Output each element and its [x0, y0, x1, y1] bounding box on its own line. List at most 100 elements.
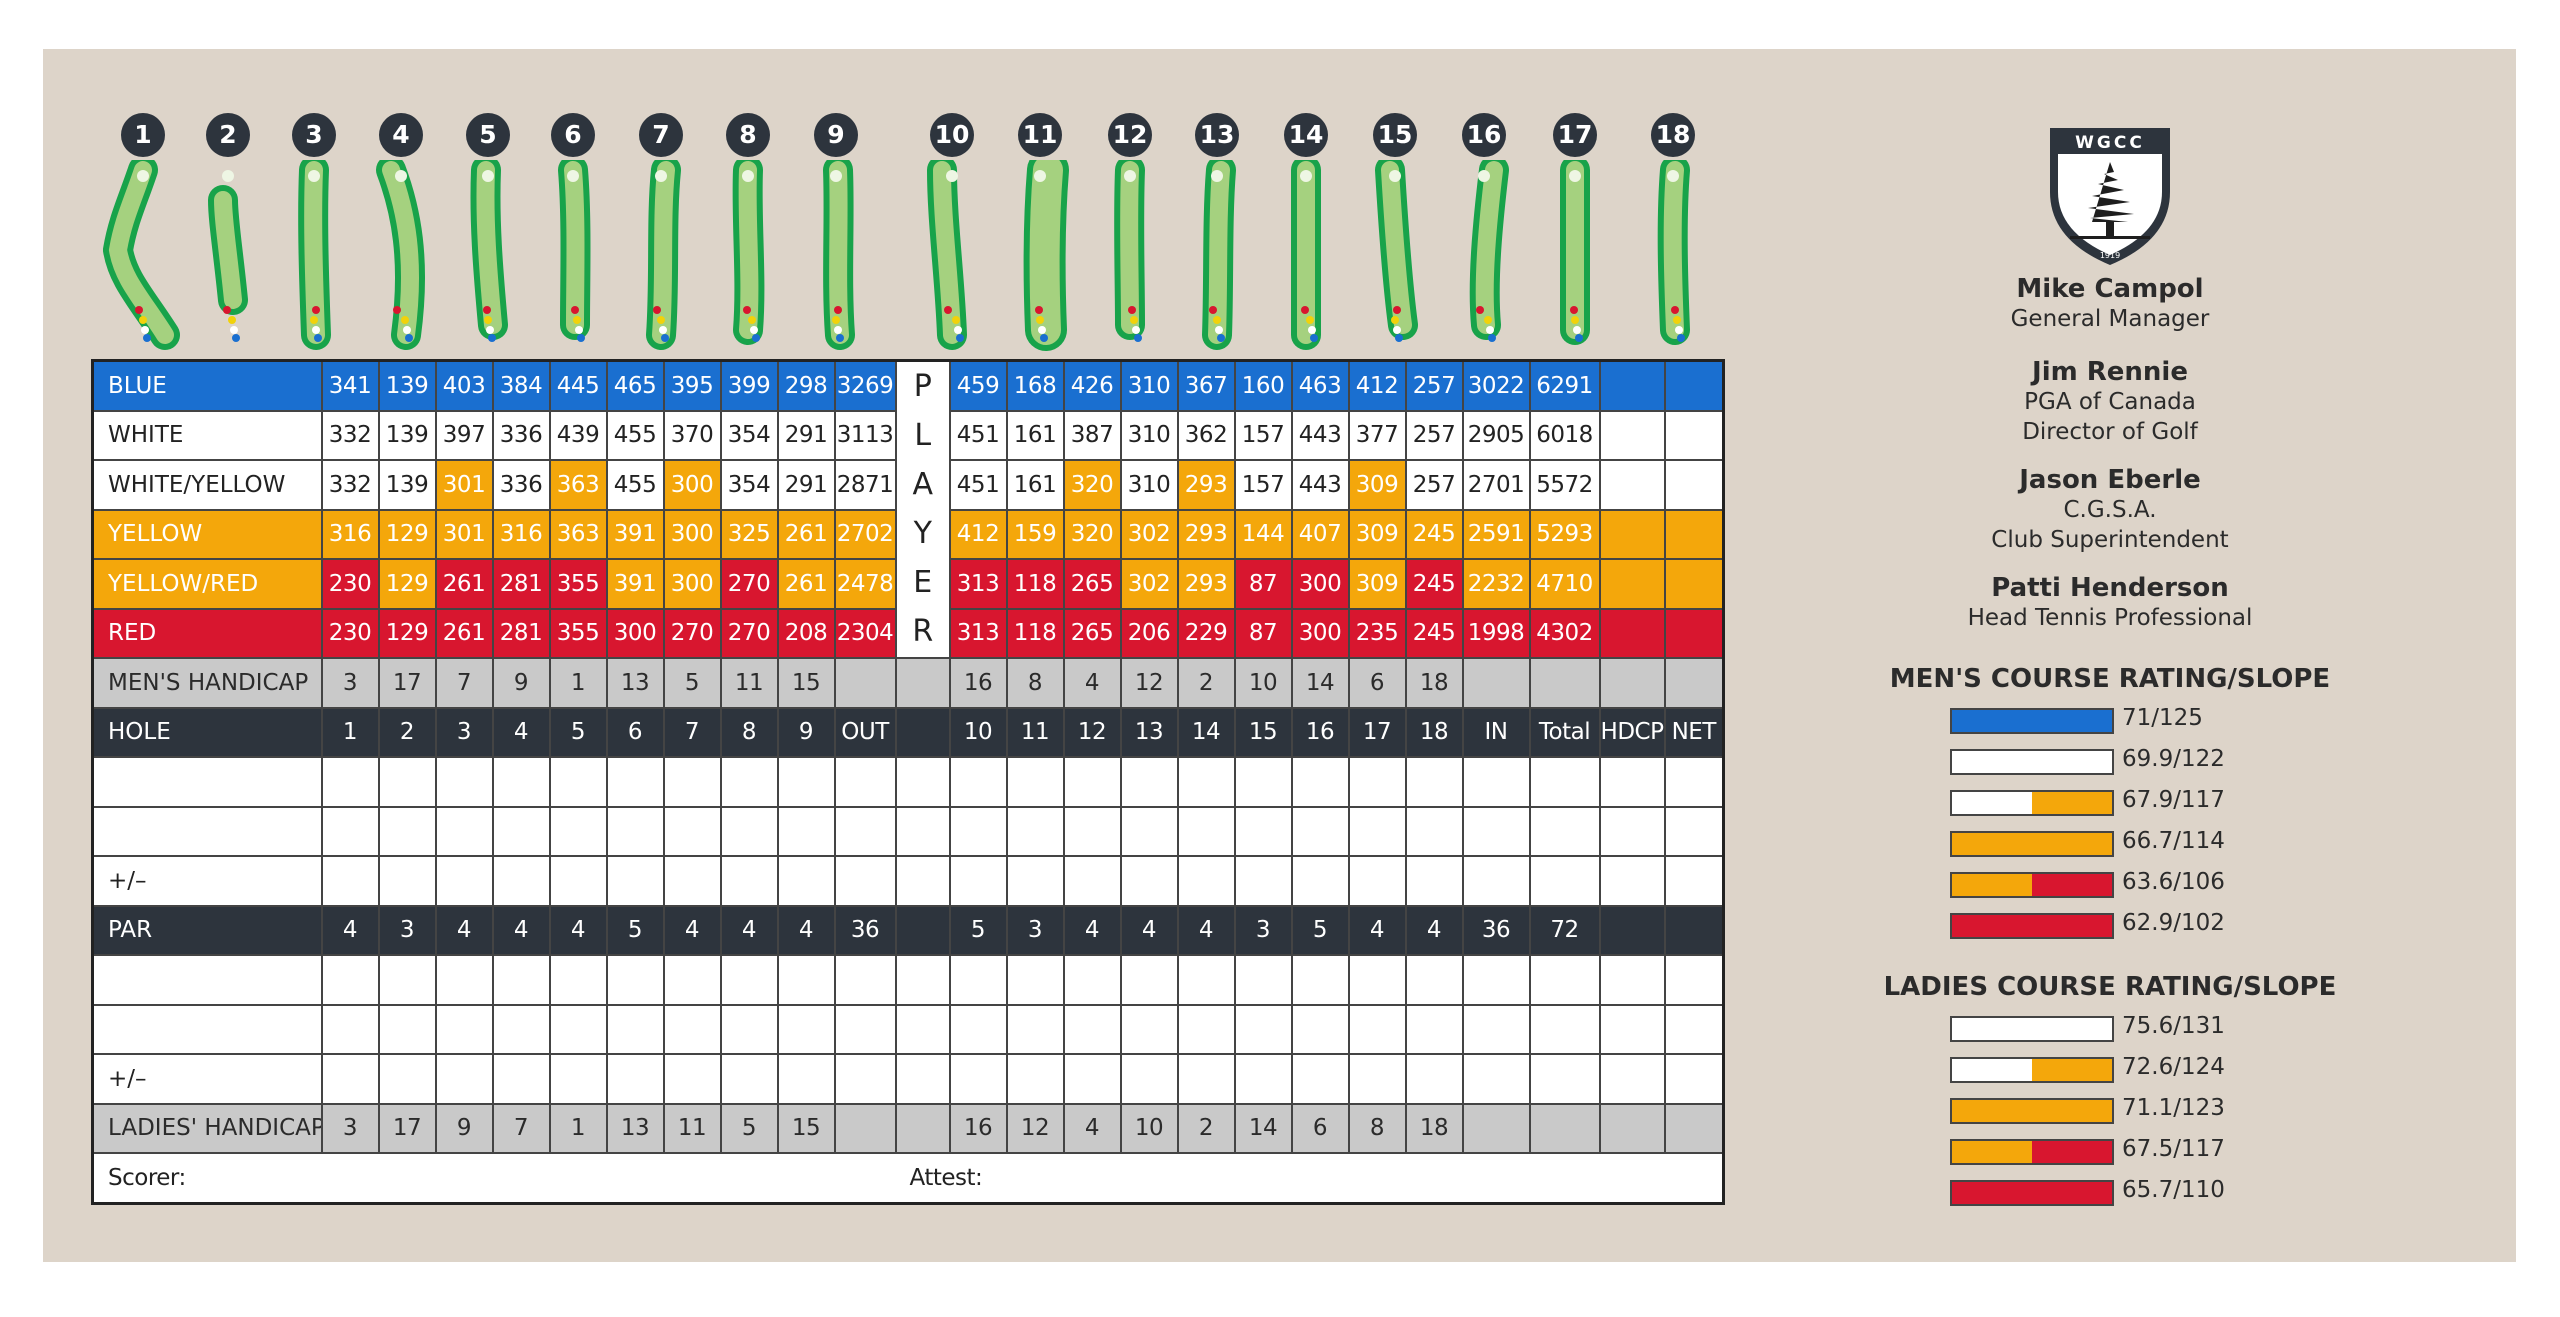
score-input-cell[interactable]	[662, 1053, 722, 1105]
score-input-cell[interactable]	[1347, 954, 1407, 1006]
score-input-cell[interactable]	[548, 1003, 608, 1055]
score-input-cell[interactable]	[1663, 954, 1725, 1006]
score-input-cell[interactable]	[491, 805, 551, 857]
score-input-cell[interactable]	[662, 756, 722, 808]
score-input-cell[interactable]	[1233, 1003, 1293, 1055]
score-input-cell[interactable]	[1347, 1053, 1407, 1105]
score-input-cell[interactable]	[1598, 855, 1666, 907]
score-input-cell[interactable]	[1461, 855, 1531, 907]
score-input-cell[interactable]	[1598, 756, 1666, 808]
score-input-cell[interactable]	[434, 1053, 494, 1105]
score-input-cell[interactable]	[719, 1053, 779, 1105]
score-input-cell[interactable]	[491, 1003, 551, 1055]
score-input-cell[interactable]	[1290, 756, 1350, 808]
score-input-cell[interactable]	[1461, 1053, 1531, 1105]
score-input-cell[interactable]	[320, 1053, 380, 1105]
player-name-field[interactable]	[91, 1003, 323, 1055]
score-input-cell[interactable]	[776, 756, 836, 808]
player-name-field[interactable]	[91, 756, 323, 808]
score-input-cell[interactable]	[377, 1053, 437, 1105]
score-input-cell[interactable]	[948, 954, 1008, 1006]
score-input-cell[interactable]	[1290, 1003, 1350, 1055]
score-input-cell[interactable]	[1404, 855, 1464, 907]
score-input-cell[interactable]	[1290, 805, 1350, 857]
score-input-cell[interactable]	[1528, 756, 1601, 808]
score-input-cell[interactable]	[1233, 756, 1293, 808]
score-input-cell[interactable]	[1176, 805, 1236, 857]
score-input-cell[interactable]	[1062, 756, 1122, 808]
score-input-cell[interactable]	[1005, 855, 1065, 907]
score-input-cell[interactable]	[1528, 954, 1601, 1006]
score-input-cell[interactable]	[776, 954, 836, 1006]
score-input-cell[interactable]	[1347, 855, 1407, 907]
score-input-cell[interactable]	[1461, 756, 1531, 808]
score-input-cell[interactable]	[1404, 1053, 1464, 1105]
score-input-cell[interactable]	[377, 805, 437, 857]
score-input-cell[interactable]	[1528, 805, 1601, 857]
score-input-cell[interactable]	[833, 954, 897, 1006]
score-input-cell[interactable]	[894, 1053, 951, 1105]
score-input-cell[interactable]	[377, 1003, 437, 1055]
score-input-cell[interactable]	[894, 1003, 951, 1055]
score-input-cell[interactable]	[605, 805, 665, 857]
score-input-cell[interactable]	[833, 1003, 897, 1055]
score-input-cell[interactable]	[1461, 954, 1531, 1006]
attest-field[interactable]: Attest:	[895, 1153, 1724, 1203]
score-input-cell[interactable]	[1290, 855, 1350, 907]
score-input-cell[interactable]	[948, 756, 1008, 808]
score-input-cell[interactable]	[894, 756, 951, 808]
score-input-cell[interactable]	[1119, 805, 1179, 857]
score-input-cell[interactable]	[1528, 1003, 1601, 1055]
score-input-cell[interactable]	[377, 954, 437, 1006]
score-input-cell[interactable]	[1176, 1003, 1236, 1055]
score-input-cell[interactable]	[1528, 855, 1601, 907]
score-input-cell[interactable]	[894, 954, 951, 1006]
score-input-cell[interactable]	[948, 1053, 1008, 1105]
score-input-cell[interactable]	[948, 855, 1008, 907]
score-input-cell[interactable]	[1005, 1003, 1065, 1055]
player-name-field[interactable]	[91, 805, 323, 857]
score-input-cell[interactable]	[491, 855, 551, 907]
score-input-cell[interactable]	[320, 805, 380, 857]
score-input-cell[interactable]	[1005, 805, 1065, 857]
score-input-cell[interactable]	[434, 805, 494, 857]
score-input-cell[interactable]	[776, 1003, 836, 1055]
score-input-cell[interactable]	[1005, 954, 1065, 1006]
score-input-cell[interactable]	[1062, 954, 1122, 1006]
score-input-cell[interactable]	[1290, 954, 1350, 1006]
score-input-cell[interactable]	[1404, 756, 1464, 808]
score-input-cell[interactable]	[894, 855, 951, 907]
score-input-cell[interactable]	[1598, 805, 1666, 857]
score-input-cell[interactable]	[605, 1003, 665, 1055]
score-input-cell[interactable]	[1062, 1053, 1122, 1105]
score-input-cell[interactable]	[833, 756, 897, 808]
score-input-cell[interactable]	[491, 756, 551, 808]
score-input-cell[interactable]	[434, 756, 494, 808]
score-input-cell[interactable]	[662, 1003, 722, 1055]
score-input-cell[interactable]	[1663, 805, 1725, 857]
score-input-cell[interactable]	[1663, 756, 1725, 808]
score-input-cell[interactable]	[1461, 805, 1531, 857]
score-input-cell[interactable]	[1598, 1053, 1666, 1105]
score-input-cell[interactable]	[719, 954, 779, 1006]
score-input-cell[interactable]	[377, 756, 437, 808]
score-input-cell[interactable]	[1119, 1053, 1179, 1105]
score-input-cell[interactable]	[1233, 954, 1293, 1006]
score-input-cell[interactable]	[1663, 1003, 1725, 1055]
score-input-cell[interactable]	[1663, 1053, 1725, 1105]
score-input-cell[interactable]	[605, 954, 665, 1006]
score-input-cell[interactable]	[948, 1003, 1008, 1055]
score-input-cell[interactable]	[548, 1053, 608, 1105]
scorer-field[interactable]: Scorer:	[92, 1153, 896, 1203]
score-input-cell[interactable]	[1062, 1003, 1122, 1055]
score-input-cell[interactable]	[1598, 954, 1666, 1006]
score-input-cell[interactable]	[719, 855, 779, 907]
score-input-cell[interactable]	[605, 855, 665, 907]
score-input-cell[interactable]	[548, 805, 608, 857]
score-input-cell[interactable]	[1233, 805, 1293, 857]
score-input-cell[interactable]	[1461, 1003, 1531, 1055]
score-input-cell[interactable]	[662, 855, 722, 907]
score-input-cell[interactable]	[1176, 756, 1236, 808]
score-input-cell[interactable]	[719, 805, 779, 857]
score-input-cell[interactable]	[1119, 756, 1179, 808]
